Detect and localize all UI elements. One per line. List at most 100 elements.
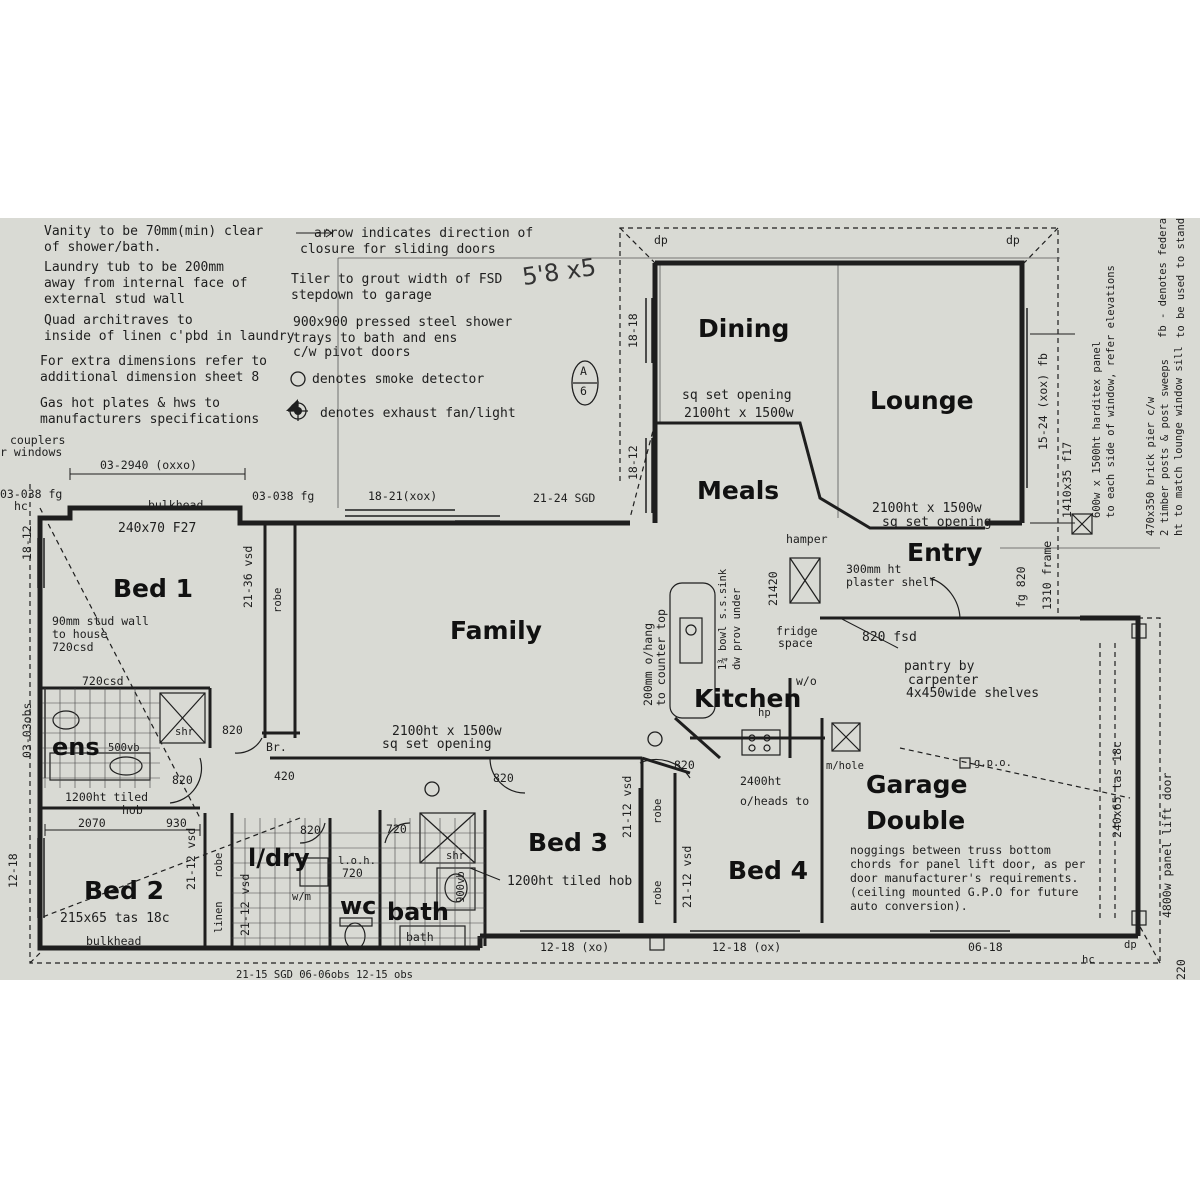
label-door-820-b: 820 xyxy=(172,773,193,787)
label-fridge-a: fridge xyxy=(776,624,818,638)
label-bottom-cut: 21-15 SGD 06-06obs 12-15 obs xyxy=(236,969,414,980)
grid-lines xyxy=(337,257,1160,549)
note-left-8: For extra dimensions refer to xyxy=(40,354,267,369)
note-left-6: Quad architraves to xyxy=(44,313,193,328)
label-vsd-bed1: 21-36 vsd xyxy=(241,545,255,608)
label-window-side: 1410x35 f17 xyxy=(1060,441,1074,518)
label-opening-1b: sq set opening xyxy=(382,737,492,752)
label-shelf-a: 300mm ht xyxy=(846,562,902,576)
note-mid-4: stepdown to garage xyxy=(291,288,432,303)
label-stud-wall-3: 720csd xyxy=(52,640,94,654)
label-opening-1a: 2100ht x 1500w xyxy=(392,724,502,739)
label-frame-1310: 1310 frame xyxy=(1040,540,1054,610)
label-stud-wall-1: 90mm stud wall xyxy=(52,614,149,628)
label-robe-2: robe xyxy=(213,852,225,878)
note-left-3: Laundry tub to be 200mm xyxy=(44,260,225,275)
room-entry: Entry xyxy=(907,538,983,567)
label-hotplate: hp xyxy=(758,707,771,719)
room-bed-4: Bed 4 xyxy=(728,856,809,885)
label-vsd-bed3: 21-12 vsd xyxy=(620,775,634,838)
section-mark-6: 6 xyxy=(580,384,587,398)
label-couplers: couplers xyxy=(10,433,66,447)
roof-outline xyxy=(29,227,1161,964)
door-swings xyxy=(169,577,961,844)
room-kitchen: Kitchen xyxy=(694,684,802,713)
room-family: Family xyxy=(450,616,542,645)
note-mid-8: denotes smoke detector xyxy=(312,372,485,387)
label-vanity-900: 900vb xyxy=(455,871,467,903)
label-vanity-500: 500vb xyxy=(108,742,140,754)
label-door-720csd: 720csd xyxy=(82,674,124,688)
label-door-720-b: 720 xyxy=(342,866,363,880)
room-broom: Br. xyxy=(266,740,287,754)
section-mark-a: A xyxy=(580,364,587,378)
label-counter-a: 200mm o/hang xyxy=(641,622,655,706)
note-mid-9: denotes exhaust fan/light xyxy=(320,406,516,421)
room-bed-3: Bed 3 xyxy=(528,828,609,857)
note-left-9: additional dimension sheet 8 xyxy=(40,370,260,385)
label-counter-b: to counter top xyxy=(654,609,668,706)
right-note-3: 470x350 brick pier c/w xyxy=(1145,396,1157,536)
label-hc-1: hc xyxy=(14,499,28,513)
note-left-2: of shower/bath. xyxy=(44,240,162,255)
label-window-w1: 03-2940 (oxxo) xyxy=(100,458,197,472)
label-window-dining: 18-18 xyxy=(626,313,640,348)
label-window-bed3: 12-18 (xo) xyxy=(540,940,610,954)
label-window-bed4: 12-18 (ox) xyxy=(712,940,782,954)
label-window-w2: 03-038 fg xyxy=(0,487,63,501)
note-left-4: away from internal face of xyxy=(44,276,248,291)
label-linen: linen xyxy=(213,901,225,933)
room-ensuite: ens xyxy=(52,733,100,761)
label-beam-3: 240x65 tas 18c xyxy=(1110,741,1124,838)
label-washing-machine: w/m xyxy=(292,891,311,903)
label-shower-2: shr xyxy=(446,850,465,862)
room-lounge: Lounge xyxy=(870,386,974,415)
label-fg-820: fg 820 xyxy=(1014,566,1028,608)
label-vsd-laundry: 21-12 vsd xyxy=(238,873,252,936)
label-sq-opening-b: 2100ht x 1500w xyxy=(684,406,794,421)
label-robe-3: robe xyxy=(652,798,664,824)
label-bulkhead-1: bulkhead xyxy=(148,498,204,512)
room-bed-1: Bed 1 xyxy=(113,574,194,603)
note-mid-6: trays to bath and ens xyxy=(293,331,458,346)
right-note-2: to each side of window, refer elevations xyxy=(1105,265,1117,518)
label-sgd: 21-24 SGD xyxy=(533,491,596,505)
label-dp-3: dp xyxy=(1124,939,1137,951)
label-loh: l.o.h. xyxy=(338,855,376,867)
note-mid-2: closure for sliding doors xyxy=(300,242,496,257)
label-overhead-2400a: 2400ht xyxy=(740,774,782,788)
label-window-meals: 18-12 xyxy=(626,445,640,480)
right-note-5: ht to match lounge window sill xyxy=(1173,346,1185,536)
room-bath: bath xyxy=(387,898,449,926)
note-left-7: inside of linen c'pbd in laundry xyxy=(44,329,295,344)
room-dining: Dining xyxy=(698,314,790,343)
label-window-w3: 03-038 fg xyxy=(252,489,315,503)
note-mid-7: c/w pivot doors xyxy=(293,345,411,360)
label-wall-oven: w/o xyxy=(796,674,817,688)
label-vsd-bed2: 21-12 vsd xyxy=(184,827,198,890)
label-fsd-820: 820 fsd xyxy=(862,630,917,645)
note-left-5: external stud wall xyxy=(44,292,185,307)
label-window-lounge: 15-24 (xox) fb xyxy=(1036,353,1050,450)
right-note-1: 600w x 1500ht harditex panel xyxy=(1091,340,1103,518)
label-door-720-a: 720 xyxy=(386,822,407,836)
label-entry-opening-a: 2100ht x 1500w xyxy=(872,501,982,516)
room-garage-double: Double xyxy=(866,806,966,835)
label-gpo: g.p.o. xyxy=(974,757,1012,769)
label-window-w4: 18-21(xox) xyxy=(368,489,438,503)
label-door-420: 420 xyxy=(274,769,295,783)
label-vsd-bed4: 21-12 vsd xyxy=(680,845,694,908)
garage-note-3: door manufacturer's requirements. xyxy=(850,871,1079,885)
room-garage: Garage xyxy=(866,770,968,799)
garage-note-4: (ceiling mounted G.P.O for future xyxy=(850,885,1079,899)
label-door-820-a: 820 xyxy=(222,723,243,737)
garage-note-1: noggings between truss bottom xyxy=(850,843,1051,857)
label-hamper: hamper xyxy=(786,532,828,546)
label-shelf-b: plaster shelf xyxy=(846,575,937,589)
label-hc-2: hc xyxy=(1082,954,1095,966)
label-manhole: m/hole xyxy=(826,760,864,772)
label-entry-opening-b: sq set opening xyxy=(882,515,992,530)
label-window-garage: 06-18 xyxy=(968,940,1003,954)
label-dim-2070: 2070 xyxy=(78,816,106,830)
label-robe-4: robe xyxy=(652,880,664,906)
